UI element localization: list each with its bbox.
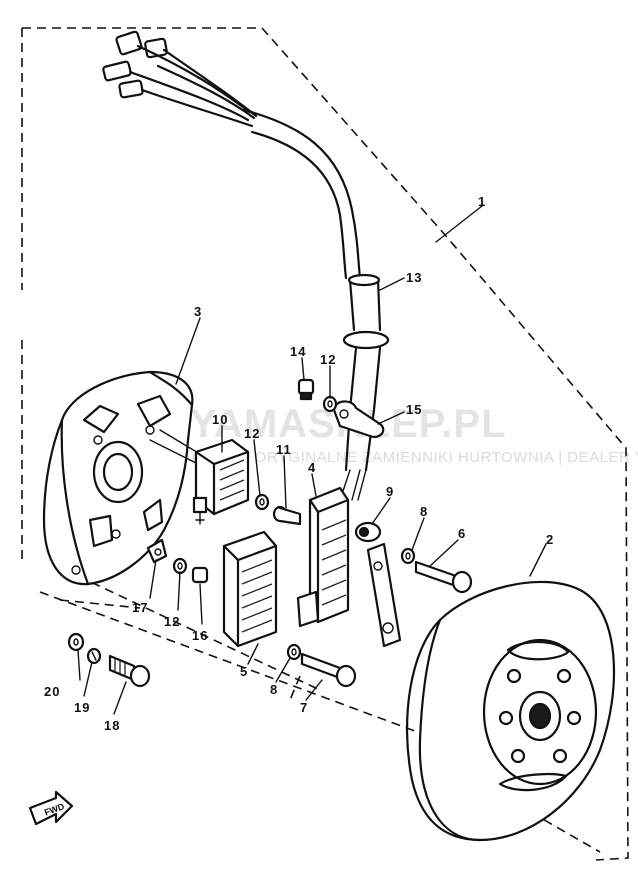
washer-12-top xyxy=(322,395,338,413)
pickup-coil-bracket xyxy=(366,542,402,648)
screw-7 xyxy=(300,652,357,688)
rotor-flywheel xyxy=(405,580,616,842)
washer-20 xyxy=(67,632,85,652)
washer-12-low xyxy=(172,557,188,575)
callout-18: 18 xyxy=(104,718,120,733)
callout-4: 4 xyxy=(308,460,316,475)
screw-11 xyxy=(272,505,302,526)
callout-14: 14 xyxy=(290,344,306,359)
callout-16: 16 xyxy=(192,628,208,643)
callout-8-upper: 8 xyxy=(420,504,428,519)
callout-12-top: 12 xyxy=(320,352,336,367)
callout-6: 6 xyxy=(458,526,466,541)
washer-8-upper xyxy=(400,547,416,565)
wire-clamp xyxy=(332,400,385,438)
callout-17: 17 xyxy=(132,600,148,615)
washer-12-mid xyxy=(254,493,270,511)
callout-5: 5 xyxy=(240,664,248,679)
screw-6 xyxy=(414,560,473,594)
callout-8-lower: 8 xyxy=(270,682,278,697)
callout-9: 9 xyxy=(386,484,394,499)
leader-lines xyxy=(77,205,547,715)
callout-15: 15 xyxy=(406,402,422,417)
watermark-subtitle: CZĘŚCI ORYGINALNE ZAMIENNIKI HURTOWNIA |… xyxy=(192,448,638,466)
screw-14 xyxy=(297,378,315,401)
callout-1: 1 xyxy=(478,194,486,209)
callout-12-mid: 12 xyxy=(244,426,260,441)
callout-13: 13 xyxy=(406,270,422,285)
callout-labels: 1 2 3 4 5 6 7 8 8 9 10 11 12 12 12 13 14… xyxy=(44,194,554,733)
screw-16 xyxy=(191,566,209,584)
stator-plate xyxy=(42,370,211,586)
screw-18 xyxy=(108,654,151,688)
source-coil xyxy=(296,486,350,628)
collar-9 xyxy=(354,521,382,543)
washer-8-lower xyxy=(286,643,302,661)
wire-harness xyxy=(102,30,390,501)
callout-20: 20 xyxy=(44,684,60,699)
callout-7: 7 xyxy=(300,700,308,715)
callout-19: 19 xyxy=(74,700,90,715)
lock-washer-19 xyxy=(86,647,102,665)
callout-2: 2 xyxy=(546,532,554,547)
callout-12-low: 12 xyxy=(164,614,180,629)
charging-coil xyxy=(222,530,278,648)
cdi-unit xyxy=(192,438,250,525)
callout-11: 11 xyxy=(276,442,292,457)
fwd-arrow-icon: FWD xyxy=(28,790,74,826)
callout-10: 10 xyxy=(212,412,228,427)
bracket-17 xyxy=(146,538,168,564)
callout-3: 3 xyxy=(194,304,202,319)
